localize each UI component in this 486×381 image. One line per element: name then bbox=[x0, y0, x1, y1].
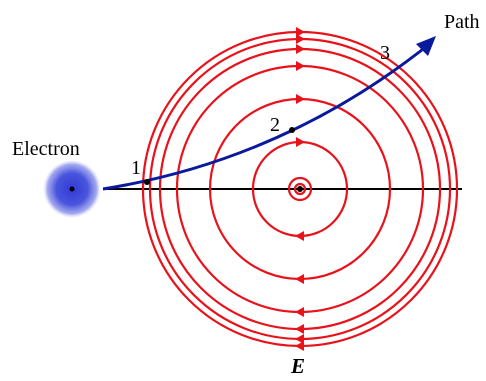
field-arrow-bottom-7 bbox=[295, 334, 304, 344]
field-line-1 bbox=[293, 182, 307, 196]
field-arrow-top-4 bbox=[296, 94, 305, 104]
field-direction-arrows bbox=[295, 27, 305, 351]
point-1-dot bbox=[144, 179, 150, 185]
point-1-label: 1 bbox=[131, 157, 141, 179]
field-arrow-bottom-6 bbox=[295, 324, 304, 334]
electron-label: Electron bbox=[12, 138, 80, 160]
field-label-e: E bbox=[290, 354, 305, 378]
field-arrow-top-3 bbox=[296, 137, 305, 147]
path-label: Path bbox=[444, 11, 480, 33]
field-arrow-bottom-4 bbox=[295, 274, 304, 284]
field-arrow-top-5 bbox=[296, 61, 305, 71]
point-2-dot bbox=[289, 127, 295, 133]
field-arrow-top-7 bbox=[296, 34, 305, 44]
path-arrowhead bbox=[416, 36, 436, 56]
field-arrow-bottom-3 bbox=[295, 231, 304, 241]
point-2-label: 2 bbox=[270, 114, 280, 136]
field-arrow-top-8 bbox=[296, 27, 305, 37]
electron-dot bbox=[69, 186, 75, 192]
point-3-label: 3 bbox=[380, 42, 390, 64]
field-line-2 bbox=[287, 176, 313, 202]
field-arrow-bottom-8 bbox=[295, 341, 304, 351]
field-arrow-top-6 bbox=[296, 44, 305, 54]
field-arrow-bottom-5 bbox=[295, 307, 304, 317]
electron-path bbox=[102, 40, 433, 191]
field-center-dot bbox=[297, 186, 303, 192]
